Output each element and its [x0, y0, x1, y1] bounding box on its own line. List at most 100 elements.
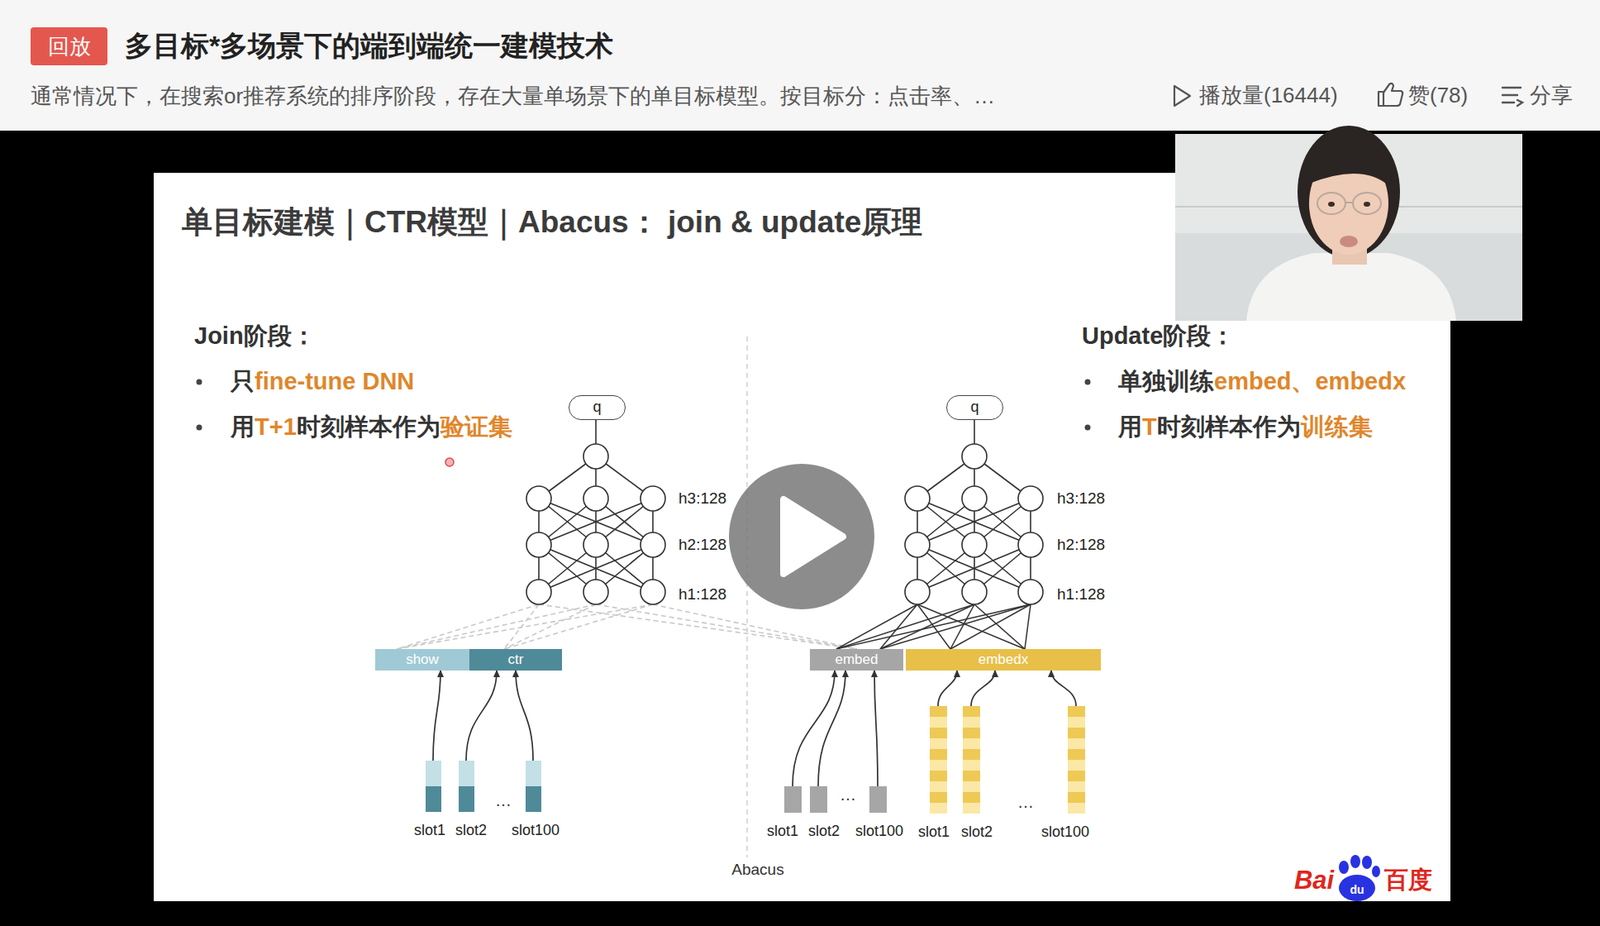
plain-text: 用 [1118, 413, 1143, 440]
pointer-dot [445, 457, 454, 467]
play-icon [1174, 85, 1191, 106]
bullet-text: 单独训练embed、embedx [1118, 367, 1406, 396]
play-button [728, 463, 875, 610]
dashed-feature-link [538, 604, 858, 649]
feature-band: show [375, 648, 470, 671]
slot-bar: slot2 [809, 785, 828, 813]
neuron [1018, 485, 1043, 511]
slot-label: slot2 [808, 823, 840, 840]
neuron [583, 485, 609, 511]
status-badge: 回放 [30, 27, 108, 66]
neuron [583, 443, 609, 469]
feature-link [974, 604, 1025, 649]
bullet-marker [196, 424, 203, 431]
slot-bar: slot2 [458, 760, 475, 812]
node-text: ctr [508, 652, 524, 668]
logo-text: 百度 [1384, 866, 1433, 894]
dashed-feature-link [396, 604, 653, 649]
feature-arrow [818, 670, 846, 786]
bullet-text: 用T时刻样本作为训练集 [1118, 413, 1373, 441]
webcam-view [1175, 125, 1523, 321]
neuron [904, 532, 930, 558]
layer-label: h2:128 [1057, 535, 1105, 554]
ellipsis: … [839, 785, 857, 805]
neuron [640, 579, 666, 605]
share-icon [1502, 87, 1523, 106]
dashed-feature-link [652, 604, 858, 649]
neuron [1018, 532, 1043, 558]
highlight-text: fine-tune DNN [254, 367, 415, 395]
neuron [526, 579, 552, 605]
slot-label: slot2 [961, 823, 993, 841]
plain-text: 只 [230, 367, 255, 395]
play-count: 播放量(16444) [1199, 83, 1339, 109]
slot-bar: slot1 [425, 760, 442, 812]
feature-arrow [874, 670, 878, 786]
feature-arrow [433, 670, 441, 761]
neuron [526, 532, 552, 558]
slot-bar: slot2 [962, 705, 981, 814]
plain-text: 时刻样本作为 [1157, 413, 1301, 440]
feature-arrow [792, 670, 835, 786]
net-link [595, 419, 597, 444]
dashed-feature-link [396, 604, 596, 649]
neuron [583, 532, 609, 558]
highlight-text: embed、embedx [1214, 367, 1406, 395]
feature-arrow [515, 670, 534, 761]
feature-link [1024, 604, 1031, 649]
neuron [583, 579, 609, 605]
logo-text: du [1349, 882, 1364, 896]
like-count: 赞(78) [1408, 83, 1468, 109]
output-box: q [568, 395, 626, 420]
slot-label: slot2 [455, 822, 487, 839]
like-icon [1378, 83, 1403, 106]
feature-link [836, 604, 1031, 649]
slot-label: slot1 [414, 822, 446, 839]
feature-arrow [971, 670, 996, 706]
node-text: 回放 [47, 34, 91, 59]
slot-bar: slot100 [869, 785, 887, 813]
divider [746, 336, 748, 858]
feature-arrow [466, 670, 497, 761]
layer-label: h1:128 [1057, 585, 1105, 604]
neuron [526, 485, 552, 511]
slot-label: slot1 [766, 823, 799, 840]
slot-label: slot100 [855, 823, 904, 840]
video-title: 多目标*多场景下的端到端统一建模技术 [124, 29, 614, 62]
section-heading: Join阶段： [194, 322, 316, 350]
highlight-text: 训练集 [1300, 413, 1373, 440]
bullet-marker [196, 379, 203, 386]
feature-link [917, 604, 1025, 649]
highlight-text: T [1142, 413, 1158, 440]
layer-label: h2:128 [678, 535, 727, 554]
node-text: q [592, 399, 601, 416]
plain-text: 用 [230, 413, 255, 440]
neuron [904, 579, 930, 605]
node-text: embedx [978, 652, 1029, 668]
slot-label: slot1 [918, 823, 950, 841]
node-text: embed [835, 652, 879, 668]
share-button: 分享 [1529, 83, 1573, 109]
neuron [961, 579, 987, 605]
dashed-feature-link [504, 604, 539, 649]
bullet-marker [1085, 379, 1091, 386]
slot-bar: slot100 [1067, 705, 1086, 814]
feature-arrow [938, 670, 958, 706]
dashed-feature-link [595, 604, 858, 649]
section-heading: Update阶段： [1081, 322, 1235, 350]
slot-label: slot100 [1041, 823, 1090, 841]
highlight-text: T+1 [254, 413, 297, 440]
node-text: show [405, 652, 439, 668]
top-bar [0, 0, 1600, 131]
bullet-marker [1085, 424, 1091, 431]
video-summary: 通常情况下，在搜索or推荐系统的排序阶段，存在大量单场景下的单目标模型。按目标分… [30, 84, 996, 110]
slot-bar: slot1 [929, 705, 948, 814]
baidu-paw [1338, 854, 1381, 901]
output-box: q [946, 395, 1004, 420]
node-text: q [970, 399, 979, 416]
slot-bar: slot1 [784, 785, 802, 813]
ellipsis: … [1017, 792, 1034, 812]
layer-label: h1:128 [678, 585, 727, 604]
network [196, 379, 1091, 650]
layer-label: h3:128 [1057, 489, 1105, 508]
